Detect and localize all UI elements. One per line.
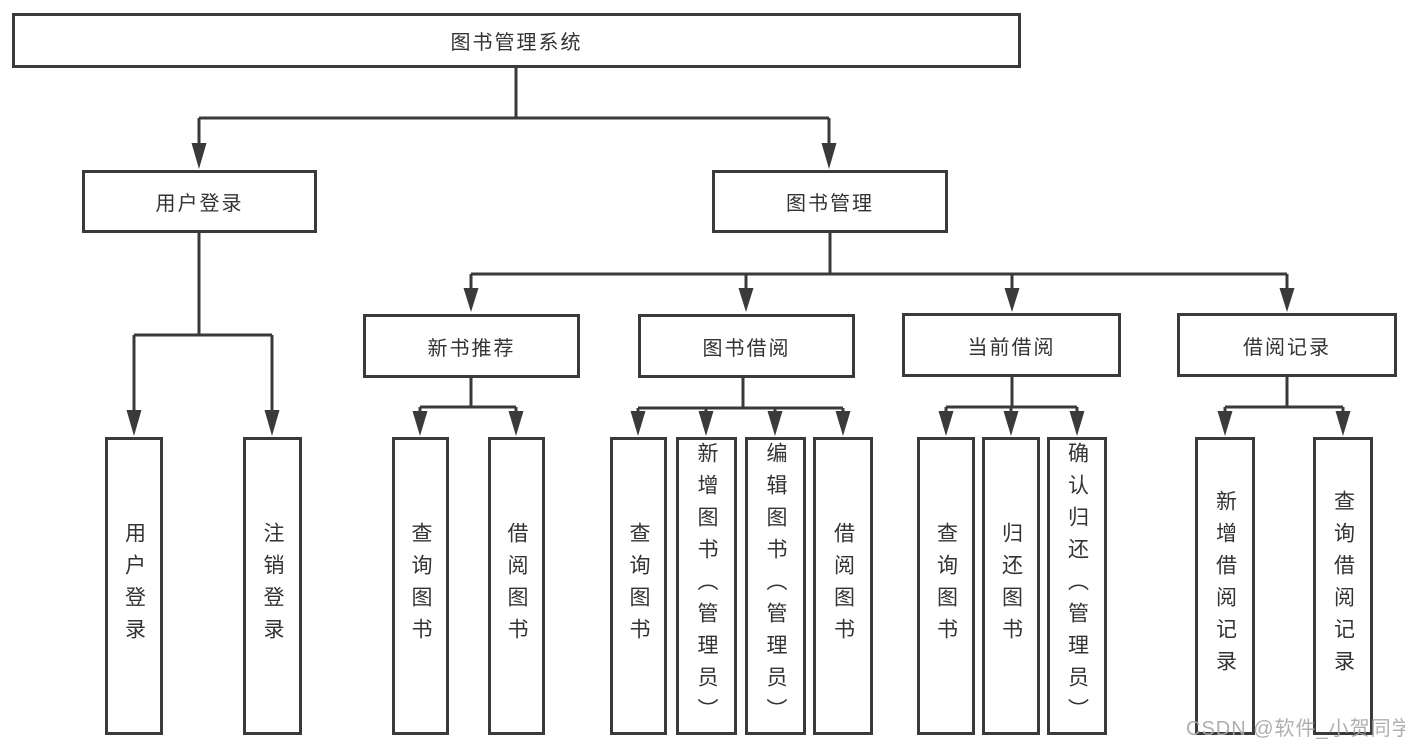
leaf-edit-books-admin: 编辑图书（管理员） bbox=[745, 437, 806, 735]
node-root-label: 图书管理系统 bbox=[450, 32, 583, 54]
leaf-query-borrow-record-label: 查询借阅记录 bbox=[1331, 490, 1355, 682]
leaf-return-books: 归还图书 bbox=[982, 437, 1040, 735]
node-borrowing-records: 借阅记录 bbox=[1177, 313, 1397, 377]
node-borrowing-records-label: 借阅记录 bbox=[1243, 336, 1331, 359]
leaf-confirm-return-admin: 确认归还（管理员） bbox=[1047, 437, 1107, 735]
node-new-book-recommendation-label: 新书推荐 bbox=[427, 337, 516, 360]
leaf-logout: 注销登录 bbox=[243, 437, 302, 735]
leaf-add-borrow-record: 新增借阅记录 bbox=[1195, 437, 1255, 735]
leaf-query-books-recommend-label: 查询图书 bbox=[409, 522, 432, 650]
leaf-logout-label: 注销登录 bbox=[261, 522, 284, 650]
leaf-user-login: 用户登录 bbox=[105, 437, 163, 735]
leaf-return-books-label: 归还图书 bbox=[999, 522, 1023, 650]
leaf-query-books-current: 查询图书 bbox=[917, 437, 975, 735]
leaf-borrow-books-recommend-label: 借阅图书 bbox=[505, 522, 528, 650]
leaf-borrow-books-borrowing-label: 借阅图书 bbox=[831, 522, 855, 650]
leaf-add-books-admin: 新增图书（管理员） bbox=[676, 437, 737, 735]
node-current-borrowing: 当前借阅 bbox=[902, 313, 1121, 377]
leaf-edit-books-admin-label: 编辑图书（管理员） bbox=[764, 442, 787, 730]
leaf-borrow-books-borrowing: 借阅图书 bbox=[813, 437, 873, 735]
node-book-borrowing-label: 图书借阅 bbox=[702, 337, 791, 360]
node-current-borrowing-label: 当前借阅 bbox=[967, 336, 1056, 359]
leaf-query-books-current-label: 查询图书 bbox=[934, 522, 958, 650]
node-book-management: 图书管理 bbox=[712, 170, 948, 233]
leaf-query-books-recommend: 查询图书 bbox=[392, 437, 449, 735]
leaf-query-books-borrowing: 查询图书 bbox=[610, 437, 667, 735]
node-new-book-recommendation: 新书推荐 bbox=[363, 314, 580, 378]
node-root: 图书管理系统 bbox=[12, 13, 1021, 68]
leaf-query-borrow-record: 查询借阅记录 bbox=[1313, 437, 1373, 735]
leaf-add-books-admin-label: 新增图书（管理员） bbox=[695, 442, 718, 730]
csdn-watermark: CSDN @软件_小贺同学 bbox=[1186, 718, 1405, 740]
node-user-login: 用户登录 bbox=[82, 170, 317, 233]
leaf-add-borrow-record-label: 新增借阅记录 bbox=[1213, 490, 1237, 682]
leaf-user-login-label: 用户登录 bbox=[122, 522, 146, 650]
node-book-borrowing: 图书借阅 bbox=[638, 314, 855, 378]
node-book-management-label: 图书管理 bbox=[786, 193, 874, 215]
leaf-confirm-return-admin-label: 确认归还（管理员） bbox=[1065, 442, 1089, 730]
leaf-query-books-borrowing-label: 查询图书 bbox=[627, 522, 650, 650]
node-user-login-label: 用户登录 bbox=[155, 193, 244, 215]
leaf-borrow-books-recommend: 借阅图书 bbox=[488, 437, 545, 735]
